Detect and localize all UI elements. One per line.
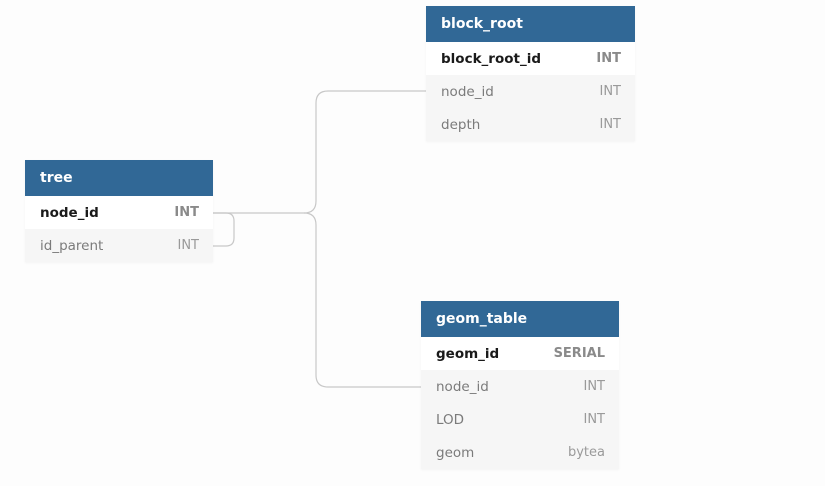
table-block-root[interactable]: block_root block_root_id INT node_id INT… (426, 6, 635, 141)
field-row[interactable]: depth INT (426, 108, 635, 141)
field-row[interactable]: id_parent INT (25, 229, 213, 262)
field-name: geom_id (436, 345, 500, 362)
field-type: INT (599, 84, 622, 99)
table-header[interactable]: block_root (426, 6, 635, 42)
field-name: geom (436, 444, 475, 461)
field-row[interactable]: geom_id SERIAL (421, 337, 619, 370)
field-name: node_id (441, 83, 494, 100)
field-row[interactable]: geom bytea (421, 436, 619, 469)
table-header[interactable]: tree (25, 160, 213, 196)
field-row[interactable]: node_id INT (25, 196, 213, 229)
field-name: node_id (436, 378, 489, 395)
table-geom-table[interactable]: geom_table geom_id SERIAL node_id INT LO… (421, 301, 619, 469)
table-header[interactable]: geom_table (421, 301, 619, 337)
field-type: INT (583, 412, 606, 427)
field-row[interactable]: LOD INT (421, 403, 619, 436)
field-name: block_root_id (441, 50, 541, 67)
field-name: LOD (436, 411, 465, 428)
field-type: INT (583, 379, 606, 394)
field-name: node_id (40, 204, 99, 221)
link-tree-geom-table (303, 212, 421, 388)
field-row[interactable]: node_id INT (421, 370, 619, 403)
field-type: INT (599, 117, 622, 132)
field-row[interactable]: node_id INT (426, 75, 635, 108)
field-row[interactable]: block_root_id INT (426, 42, 635, 75)
field-type: INT (174, 205, 199, 220)
field-name: depth (441, 116, 481, 133)
field-name: id_parent (40, 237, 104, 254)
field-type: bytea (567, 445, 605, 460)
field-type: INT (596, 51, 621, 66)
link-tree-self (213, 212, 235, 247)
table-tree[interactable]: tree node_id INT id_parent INT (25, 160, 213, 262)
link-tree-block-root (213, 90, 426, 214)
field-type: SERIAL (553, 346, 605, 361)
field-type: INT (177, 238, 200, 253)
